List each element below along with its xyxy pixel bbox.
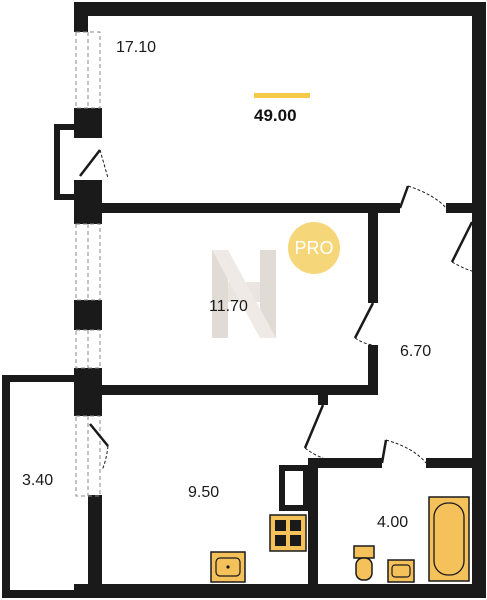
- window-icon: [75, 415, 101, 497]
- door-swing-icon: [380, 439, 427, 464]
- sink-icon: [210, 551, 246, 583]
- door-swing-icon: [303, 404, 325, 459]
- room-area-bathroom: 4.00: [377, 514, 408, 531]
- door-swing-icon: [450, 221, 477, 273]
- window-icon: [75, 329, 101, 369]
- window-icon: [75, 223, 101, 301]
- door-swing-icon: [89, 423, 109, 471]
- bathtub-icon: [428, 496, 470, 582]
- pro-badge: PRO: [288, 222, 340, 274]
- room-area-balcony: 3.40: [22, 472, 53, 489]
- toilet-icon: [353, 545, 375, 581]
- room-area-kitchen: 9.50: [188, 484, 219, 501]
- room-area-top: 17.10: [116, 39, 156, 56]
- doors: [79, 149, 477, 471]
- door-swing-icon: [353, 302, 375, 346]
- sink-icon: [387, 559, 415, 583]
- door-swing-icon: [398, 185, 447, 209]
- door-swing-icon: [79, 149, 109, 179]
- total-area: 49.00: [254, 106, 297, 125]
- window-icon: [75, 31, 101, 109]
- total-area-accent-bar: [254, 93, 310, 98]
- room-area-middle: 11.70: [209, 298, 248, 315]
- pro-badge-label: PRO: [294, 238, 333, 258]
- windows: [75, 31, 101, 497]
- room-area-hallway: 6.70: [400, 343, 431, 360]
- watermark-logo-icon: [212, 250, 276, 338]
- stove-icon: [269, 514, 307, 552]
